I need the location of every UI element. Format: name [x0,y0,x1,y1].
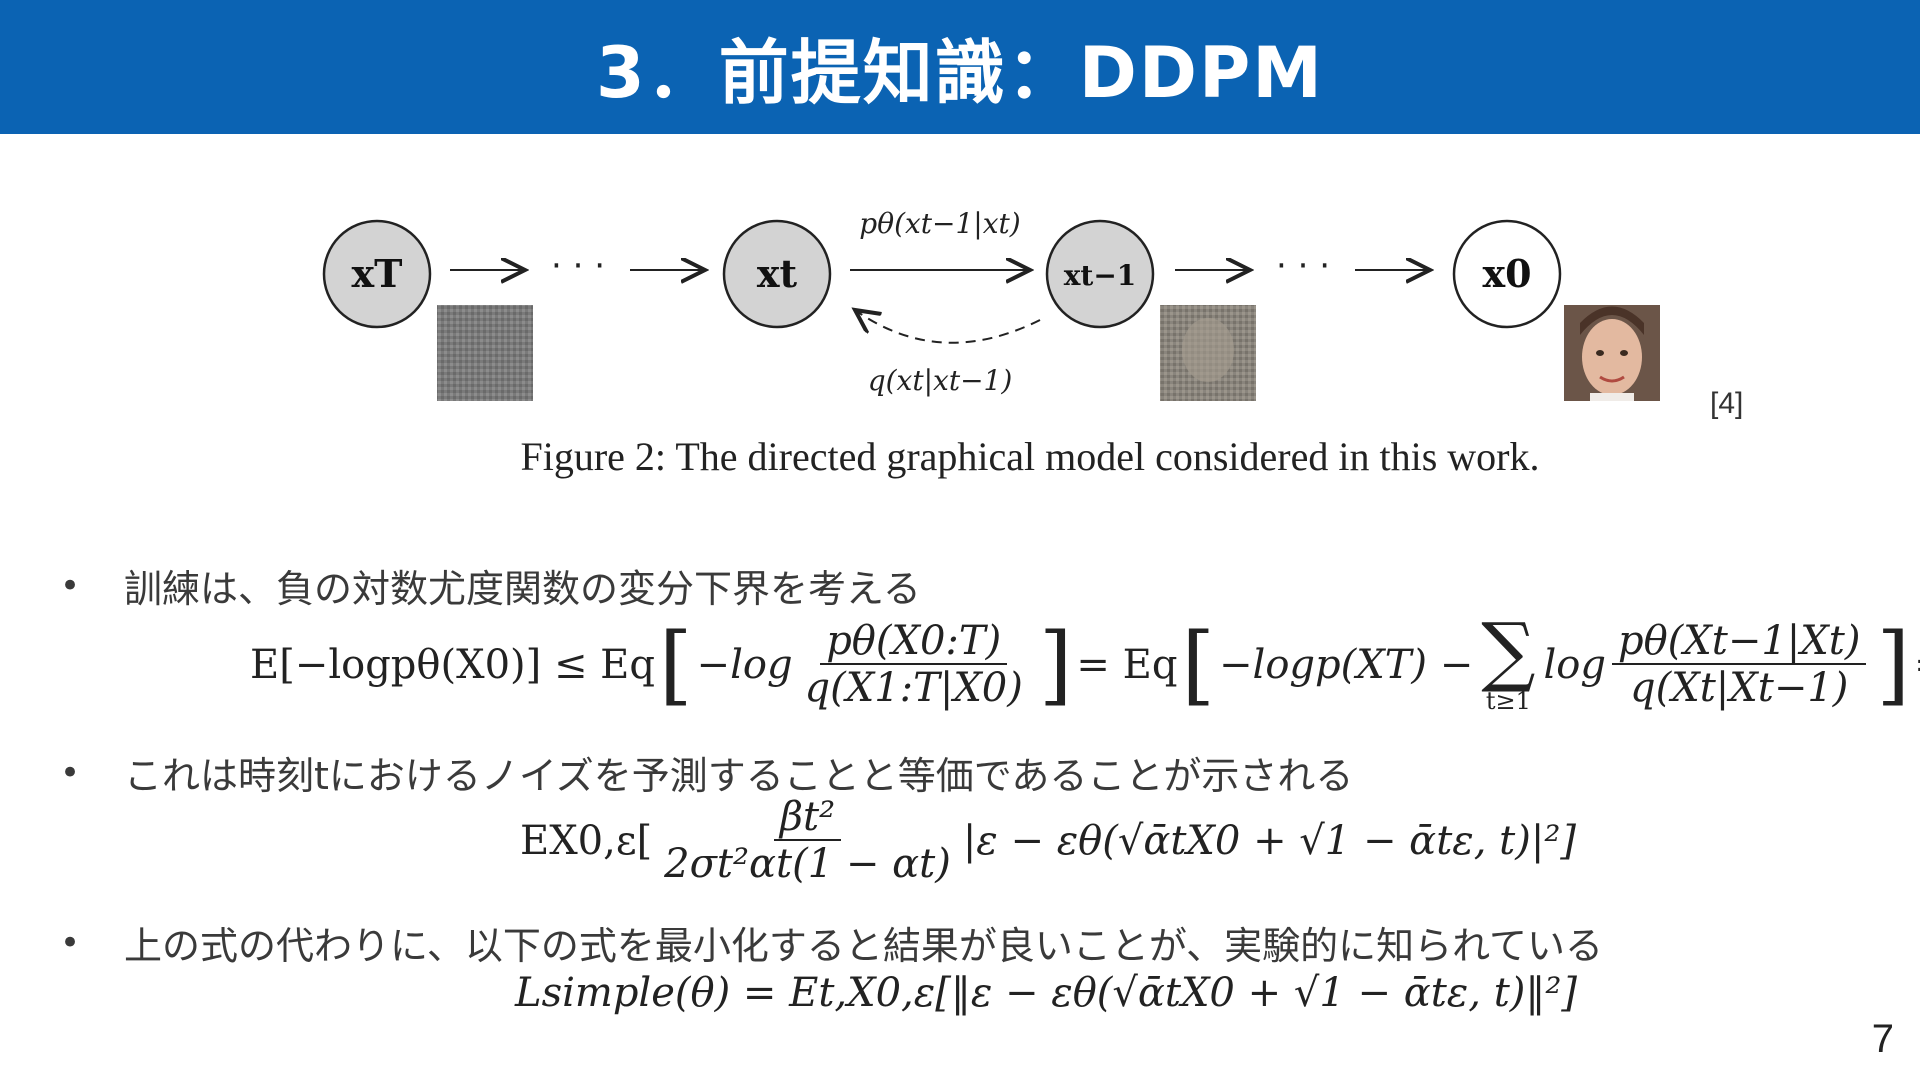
slide-title: 3．前提知識：DDPM [596,31,1324,114]
node-xt-label: xt [757,251,798,296]
eq2-den: 2σt²αt(1 − αt) [664,841,951,887]
sigma-symbol: ∑ [1481,606,1536,695]
bullet-marker: • [60,565,81,606]
reference-marker: [4] [1710,387,1744,420]
face-image [1564,305,1660,401]
figure-diagram: xT · · · xt pθ(xt−1|xt) q(xt|xt−1) xt−1 [322,207,1660,401]
eq1-fraction-1: pθ(X0:T) q(X1:T|X0) [799,619,1029,711]
eq2-num: βt² [773,795,842,841]
node-xT: xT [322,219,432,329]
eq1-frac1-num: pθ(X0:T) [820,619,1008,666]
equation-variational-bound: E[−logpθ(X0)] ≤ Eq [ −log pθ(X0:T) q(X1:… [250,606,1920,716]
node-xT-label: xT [352,251,403,296]
node-xt-minus-1: xt−1 [1045,219,1155,329]
dots-left: · · · [551,246,605,286]
eq2-body: |ε − εθ(√ᾱtX0 + √1 − ᾱtε, t)|²] [962,818,1576,864]
node-xt: xt [722,219,832,329]
eq2-fraction: βt² 2σt²αt(1 − αt) [658,795,957,887]
eq1-sum: ∑ t≥1 [1481,606,1536,716]
bullet-2: • これは時刻tにおけるノイズを予測することと等価であることが示される [60,745,1353,800]
eq1-mid: = Eq [1076,642,1178,689]
eq3-text: Lsimple(θ) = Et,X0,ε[‖ε − εθ(√ᾱtX0 + √1 … [515,970,1578,1016]
figure-caption: Figure 2: The directed graphical model c… [520,434,1540,479]
graphical-model-figure: xT · · · xt pθ(xt−1|xt) q(xt|xt−1) xt−1 [300,195,1760,495]
bullet-2-text: これは時刻tにおけるノイズを予測することと等価であることが示される [124,754,1354,798]
eq1-frac2-den: q(Xt|Xt−1) [1630,665,1849,712]
page-number: 7 [1871,1017,1894,1061]
eq1-term1-prefix: −log [696,642,793,689]
equation-simple-loss: Lsimple(θ) = Et,X0,ε[‖ε − εθ(√ᾱtX0 + √1 … [515,970,1577,1016]
bullet-1-text: 訓練は、負の対数尤度関数の変分下界を考える [124,567,921,611]
eq1-lhs: E[−logpθ(X0)] ≤ Eq [250,642,655,689]
eq1-sum-sub: t≥1 [1485,687,1531,716]
node-x0: x0 [1452,219,1562,329]
title-bar: 3．前提知識：DDPM [0,0,1920,134]
dots-right: · · · [1276,246,1330,286]
node-xt-minus-1-label: xt−1 [1064,259,1137,292]
eq1-rhs: = L [1914,642,1920,688]
eq1-frac2-num: pθ(Xt−1|Xt) [1611,619,1867,666]
q-label: q(xt|xt−1) [868,364,1013,397]
p-theta-label: pθ(xt−1|xt) [859,207,1020,240]
forward-process-arrow [855,310,1041,344]
eq1-frac1-den: q(X1:T|X0) [804,665,1023,712]
bullet-3-text: 上の式の代わりに、以下の式を最小化すると結果が良いことが、実験的に知られている [124,924,1603,968]
eq1-term2-prefix: −logp(XT) − [1219,642,1474,689]
bullet-3: • 上の式の代わりに、以下の式を最小化すると結果が良いことが、実験的に知られてい… [60,915,1603,970]
node-x0-label: x0 [1482,251,1531,296]
eq1-fraction-2: pθ(Xt−1|Xt) q(Xt|Xt−1) [1611,619,1867,712]
bullet-1: • 訓練は、負の対数尤度関数の変分下界を考える [60,558,921,613]
noise-image [437,305,533,401]
bullet-marker: • [60,922,81,963]
faint-face-shape [1182,318,1234,382]
eq2-prefix: EX0,ε[ [520,818,653,864]
bullet-marker: • [60,752,81,793]
equation-noise-prediction: EX0,ε[ βt² 2σt²αt(1 − αt) |ε − εθ(√ᾱtX0 … [520,795,1576,887]
eq1-term2-log: log [1543,642,1606,689]
